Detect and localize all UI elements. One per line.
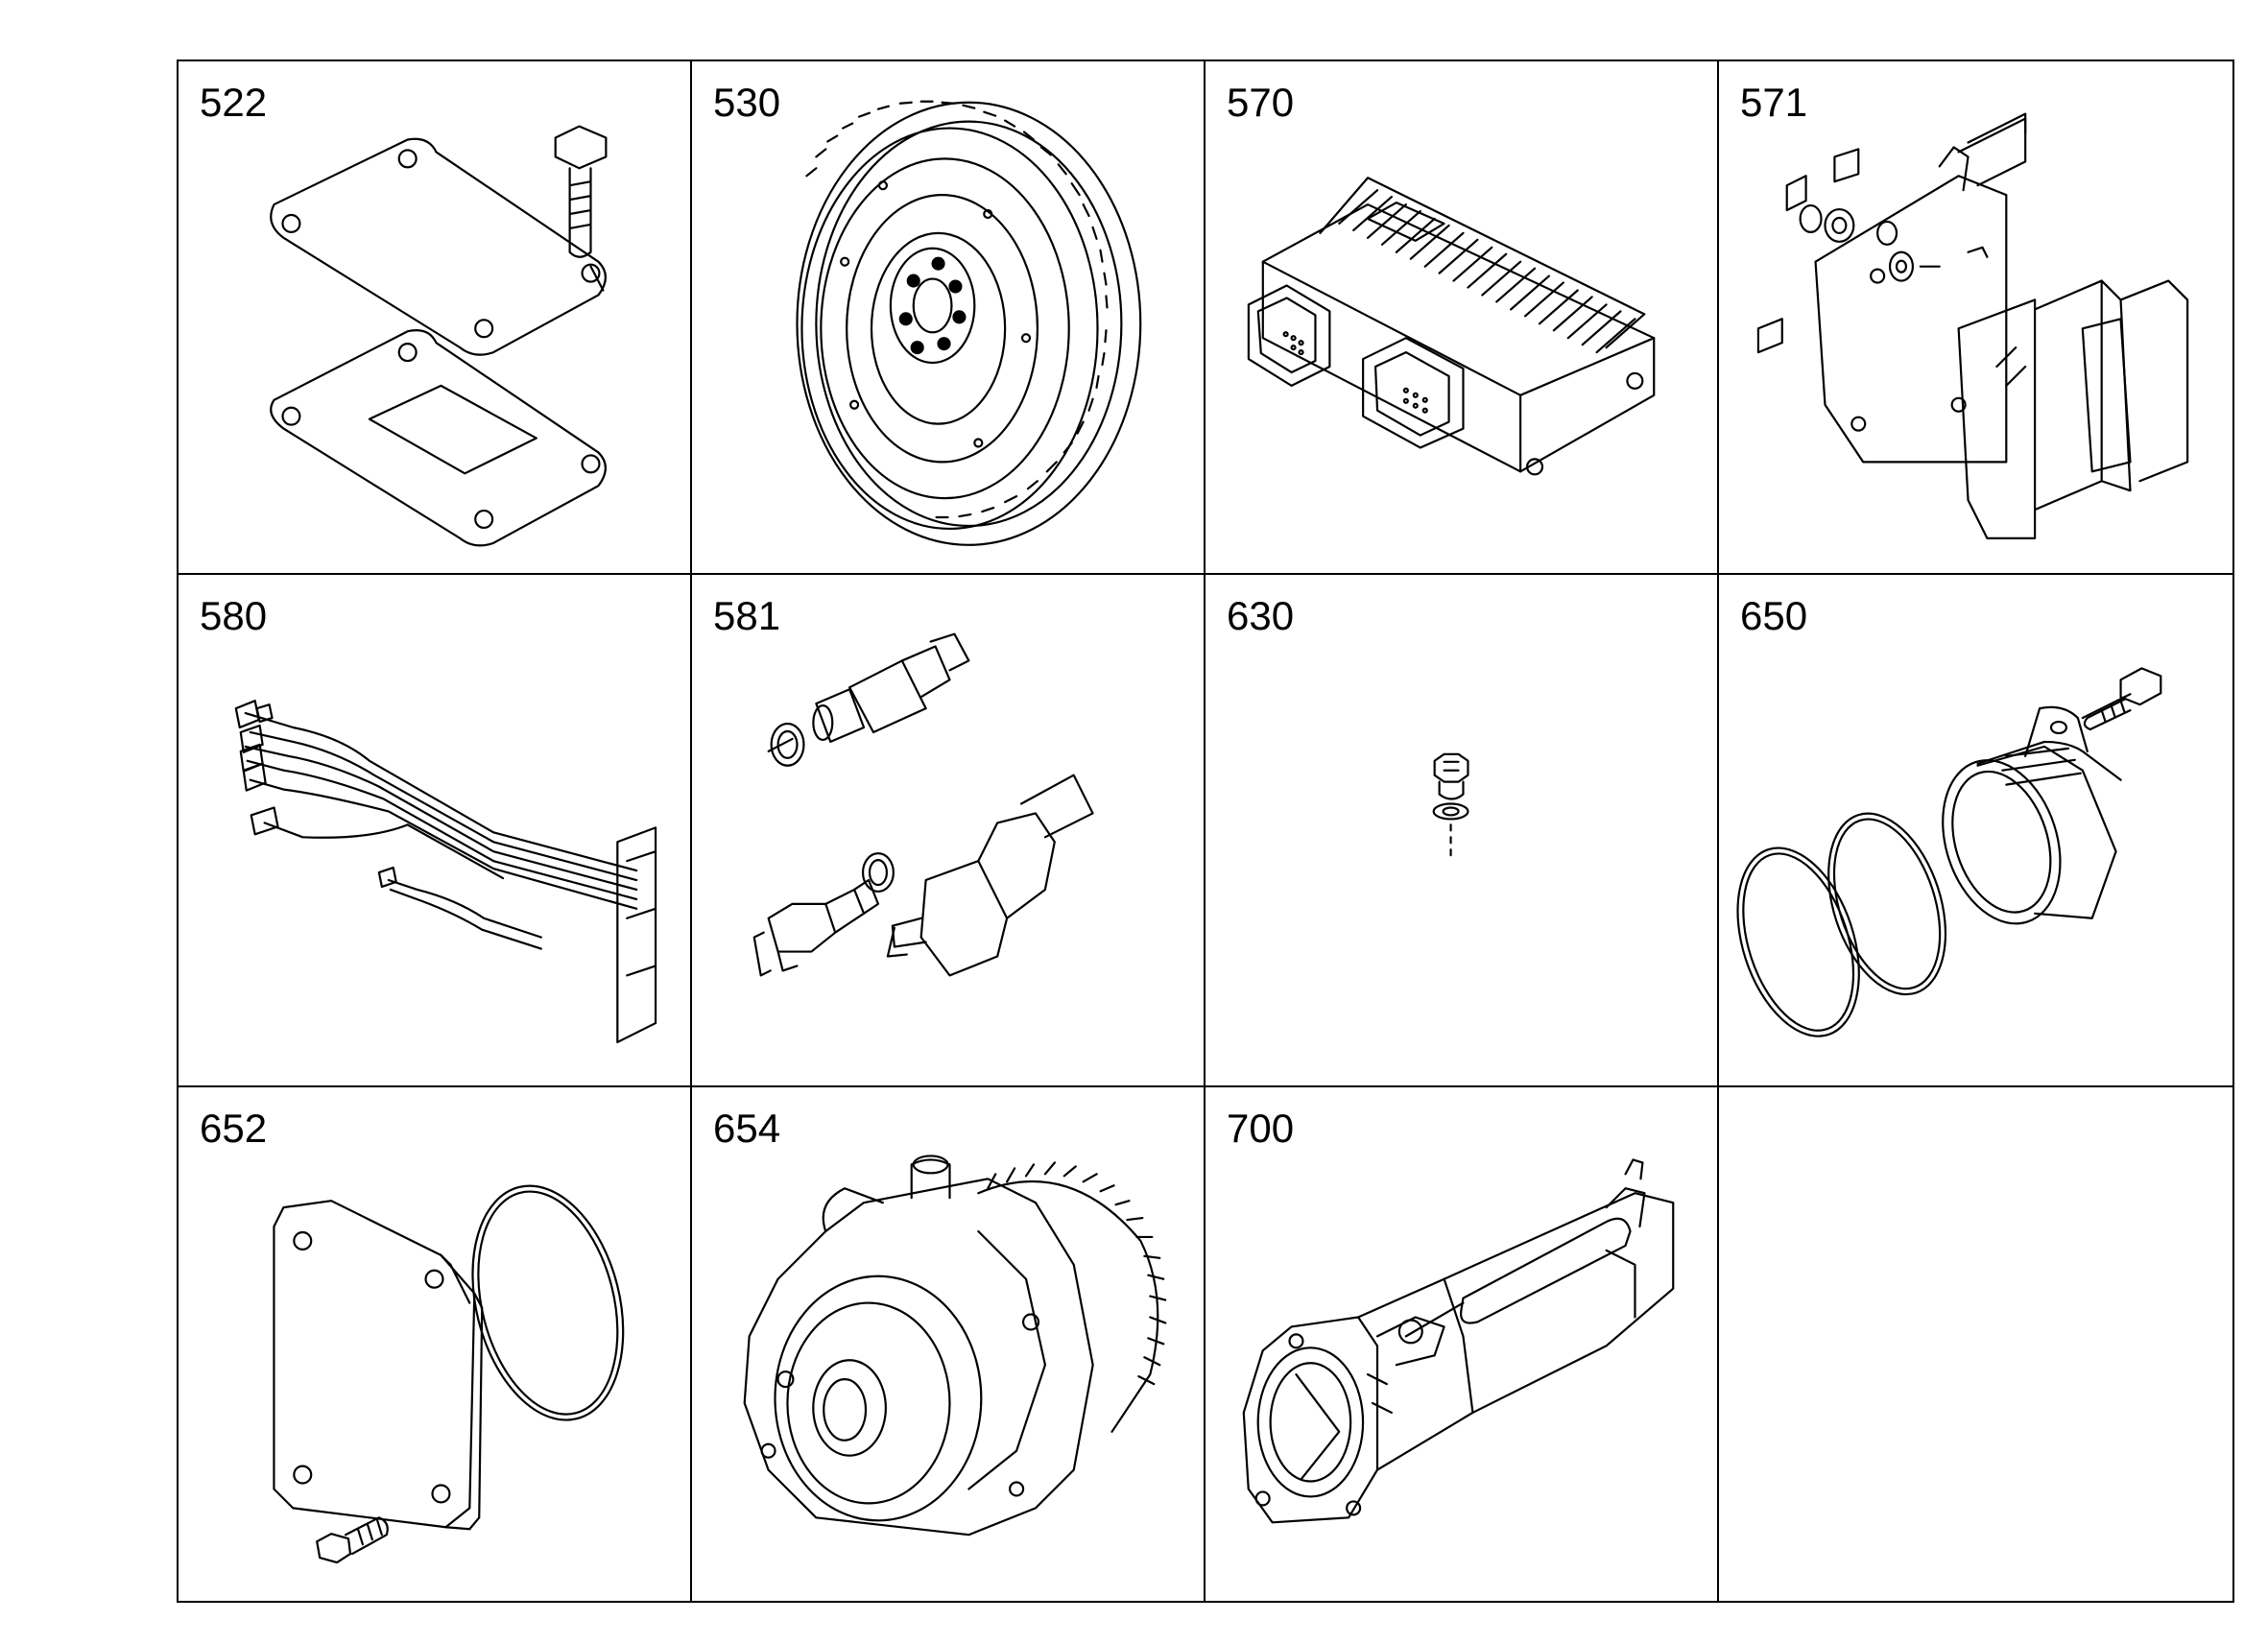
part-number: 650 <box>1740 592 1808 638</box>
part-cell-522[interactable]: 522 <box>179 61 692 575</box>
part-cell-580[interactable]: 580 <box>179 574 692 1088</box>
throttle-housing-with-actuator-icon <box>1242 1158 1675 1524</box>
part-number: 570 <box>1227 80 1295 125</box>
engine-control-unit-icon <box>1247 177 1656 476</box>
part-cell-650[interactable]: 650 <box>1719 575 2232 1088</box>
plug-screw-with-washer-icon <box>1432 752 1469 856</box>
part-number: 700 <box>1227 1106 1295 1152</box>
part-cell-570[interactable]: 570 <box>1206 61 1719 575</box>
part-cell-652[interactable]: 652 <box>179 1087 692 1601</box>
part-number: 522 <box>200 80 268 125</box>
gear-pump-icon <box>743 1155 1167 1537</box>
ecu-mounting-bracket-icon <box>1756 112 2189 539</box>
part-number: 580 <box>200 592 268 638</box>
wiring-harness-icon <box>234 699 657 1043</box>
sensors-with-seal-rings-icon <box>752 632 1094 977</box>
empty-cell <box>1719 1087 2232 1601</box>
part-number: 630 <box>1227 592 1295 638</box>
flywheel-ring-gear-icon <box>796 100 1142 546</box>
parts-grid: 522 530 <box>177 60 2234 1603</box>
gasket-plates-with-bolt-icon <box>270 125 608 547</box>
flange-with-o-rings-icon <box>1736 666 2162 1037</box>
cover-plate-with-o-ring-icon <box>273 1184 625 1564</box>
part-number: 654 <box>713 1106 781 1152</box>
part-number: 571 <box>1740 80 1808 125</box>
part-number: 581 <box>713 592 781 638</box>
part-cell-530[interactable]: 530 <box>692 61 1206 575</box>
part-cell-630[interactable]: 630 <box>1206 574 1719 1088</box>
part-cell-654[interactable]: 654 <box>692 1087 1206 1601</box>
part-cell-581[interactable]: 581 <box>692 574 1206 1088</box>
part-cell-700[interactable]: 700 <box>1206 1087 1719 1601</box>
part-number: 530 <box>713 80 781 125</box>
part-cell-571[interactable]: 571 <box>1719 61 2232 575</box>
part-number: 652 <box>200 1106 268 1152</box>
